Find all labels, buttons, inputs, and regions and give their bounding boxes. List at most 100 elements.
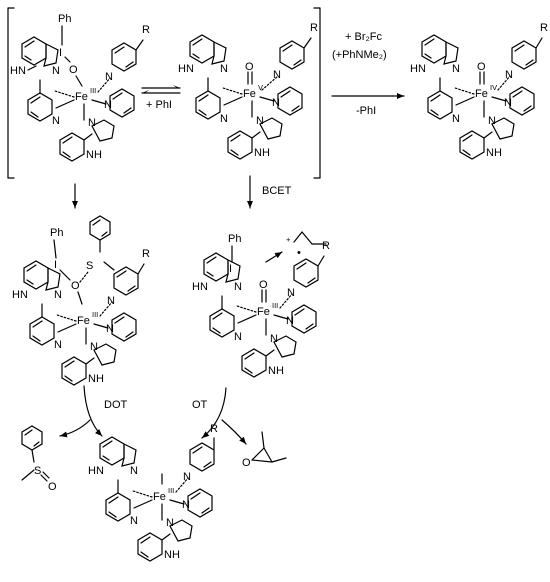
complex-feIII-oiph: Ph I O Fe III N HN N N R bbox=[10, 13, 150, 162]
bcet-products: Ph I + • bbox=[228, 231, 327, 275]
product-epoxide: O bbox=[242, 431, 287, 469]
iodine-label: I bbox=[229, 263, 232, 275]
n-label: N bbox=[272, 97, 280, 109]
r-label: R bbox=[210, 423, 218, 435]
n-label: N bbox=[130, 515, 138, 527]
bracket-left bbox=[7, 7, 15, 179]
n-label: N bbox=[166, 517, 174, 529]
n-label: N bbox=[183, 471, 191, 483]
r-label: R bbox=[142, 248, 150, 260]
bracket-right bbox=[313, 7, 321, 179]
radical-dot: • bbox=[297, 247, 301, 259]
n-label: N bbox=[256, 115, 264, 127]
n-label: N bbox=[452, 113, 460, 125]
oxygen-label: O bbox=[245, 61, 254, 73]
fe-oxidation-state: III bbox=[168, 486, 174, 495]
n-label: N bbox=[287, 287, 295, 299]
sulfur-lone-pair: S bbox=[86, 260, 93, 272]
nh-label: NH bbox=[88, 373, 104, 385]
condition-bcet: BCET bbox=[262, 185, 292, 197]
n-label: N bbox=[182, 499, 190, 511]
arrow-ot-side bbox=[221, 419, 247, 445]
fe-center: Fe bbox=[475, 88, 488, 100]
condition-ot: OT bbox=[192, 399, 208, 411]
n-label: N bbox=[504, 97, 512, 109]
fe-oxidation-state: III bbox=[92, 310, 98, 319]
hn-label: HN bbox=[10, 65, 26, 77]
hn-label: HN bbox=[88, 465, 104, 477]
ph-label: Ph bbox=[228, 233, 241, 245]
sulfur-label: S bbox=[34, 465, 41, 477]
r-label: R bbox=[540, 22, 548, 34]
n-label: N bbox=[54, 289, 62, 301]
n-label: N bbox=[273, 69, 281, 81]
hn-label: HN bbox=[12, 289, 28, 301]
fe-center: Fe bbox=[257, 306, 270, 318]
n-label: N bbox=[90, 341, 98, 353]
fe-center: Fe bbox=[153, 491, 166, 503]
complex-feV-oxo: O Fe V N HN N N R N N NH bbox=[178, 22, 318, 160]
n-label: N bbox=[52, 115, 60, 127]
iodine-label: I bbox=[54, 259, 57, 271]
ph-label: Ph bbox=[50, 227, 63, 239]
hn-label: HN bbox=[178, 63, 194, 75]
n-label: N bbox=[220, 63, 228, 75]
complex-feIV-oxo: O Fe IV N HN N N R N N NH bbox=[410, 22, 548, 160]
nh-label: NH bbox=[164, 549, 180, 561]
fe-center: Fe bbox=[75, 91, 88, 103]
nh-label: NH bbox=[254, 147, 270, 159]
oxygen-label: O bbox=[71, 280, 80, 292]
oxygen-label: O bbox=[259, 279, 268, 291]
arrow-ot bbox=[201, 387, 227, 439]
n-label: N bbox=[234, 281, 242, 293]
hn-label: HN bbox=[410, 63, 426, 75]
condition-phnme2: (+PhNMe₂) bbox=[332, 49, 387, 61]
ph-label: Ph bbox=[58, 13, 71, 25]
fe-oxidation-state: IV bbox=[490, 83, 497, 92]
n-label: N bbox=[106, 323, 114, 335]
n-label: N bbox=[104, 99, 112, 111]
fe-center: Fe bbox=[77, 315, 90, 327]
complex-feIII-oxyl: O Fe III N HN N N R N N NH bbox=[192, 240, 330, 378]
n-label: N bbox=[130, 465, 138, 477]
oxygen-label: O bbox=[48, 481, 57, 493]
hn-label: HN bbox=[192, 281, 208, 293]
n-label: N bbox=[220, 113, 228, 125]
n-label: N bbox=[452, 63, 460, 75]
oxygen-label: O bbox=[242, 457, 251, 469]
fe-oxidation-state: III bbox=[272, 301, 278, 310]
fe-center: Fe bbox=[243, 88, 256, 100]
r-label: R bbox=[310, 22, 318, 34]
n-label: N bbox=[488, 115, 496, 127]
arrow-dot bbox=[83, 385, 103, 437]
fe-oxidation-state: III bbox=[90, 86, 96, 95]
complex-feIII-product: Fe III N HN N N R N N NH bbox=[88, 423, 218, 562]
condition-minus-phi: -PhI bbox=[356, 105, 376, 117]
oxygen-label: O bbox=[477, 61, 486, 73]
fe-oxidation-state: V bbox=[258, 83, 263, 92]
oxygen-label: O bbox=[69, 64, 78, 76]
nh-label: NH bbox=[86, 149, 102, 161]
n-label: N bbox=[54, 339, 62, 351]
n-label: N bbox=[105, 71, 113, 83]
arrow-dot-side bbox=[59, 419, 91, 438]
condition-br2fc: + Br₂Fc bbox=[345, 31, 382, 43]
condition-plus-phi: + PhI bbox=[146, 99, 172, 111]
n-label: N bbox=[270, 333, 278, 345]
iodine-label: I bbox=[59, 47, 62, 59]
n-label: N bbox=[505, 69, 513, 81]
r-label: R bbox=[322, 240, 330, 252]
product-sulfoxide: S O bbox=[21, 425, 57, 493]
r-label: R bbox=[142, 24, 150, 36]
nh-label: NH bbox=[486, 147, 502, 159]
n-label: N bbox=[286, 315, 294, 327]
n-label: N bbox=[52, 65, 60, 77]
condition-dot: DOT bbox=[104, 399, 128, 411]
n-label: N bbox=[107, 295, 115, 307]
nh-label: NH bbox=[268, 365, 284, 377]
n-label: N bbox=[88, 117, 96, 129]
complex-feIII-oiph-sulfide: Ph I O S Fe III N HN N N bbox=[12, 215, 150, 386]
n-label: N bbox=[234, 331, 242, 343]
equilibrium-arrows bbox=[141, 85, 181, 94]
